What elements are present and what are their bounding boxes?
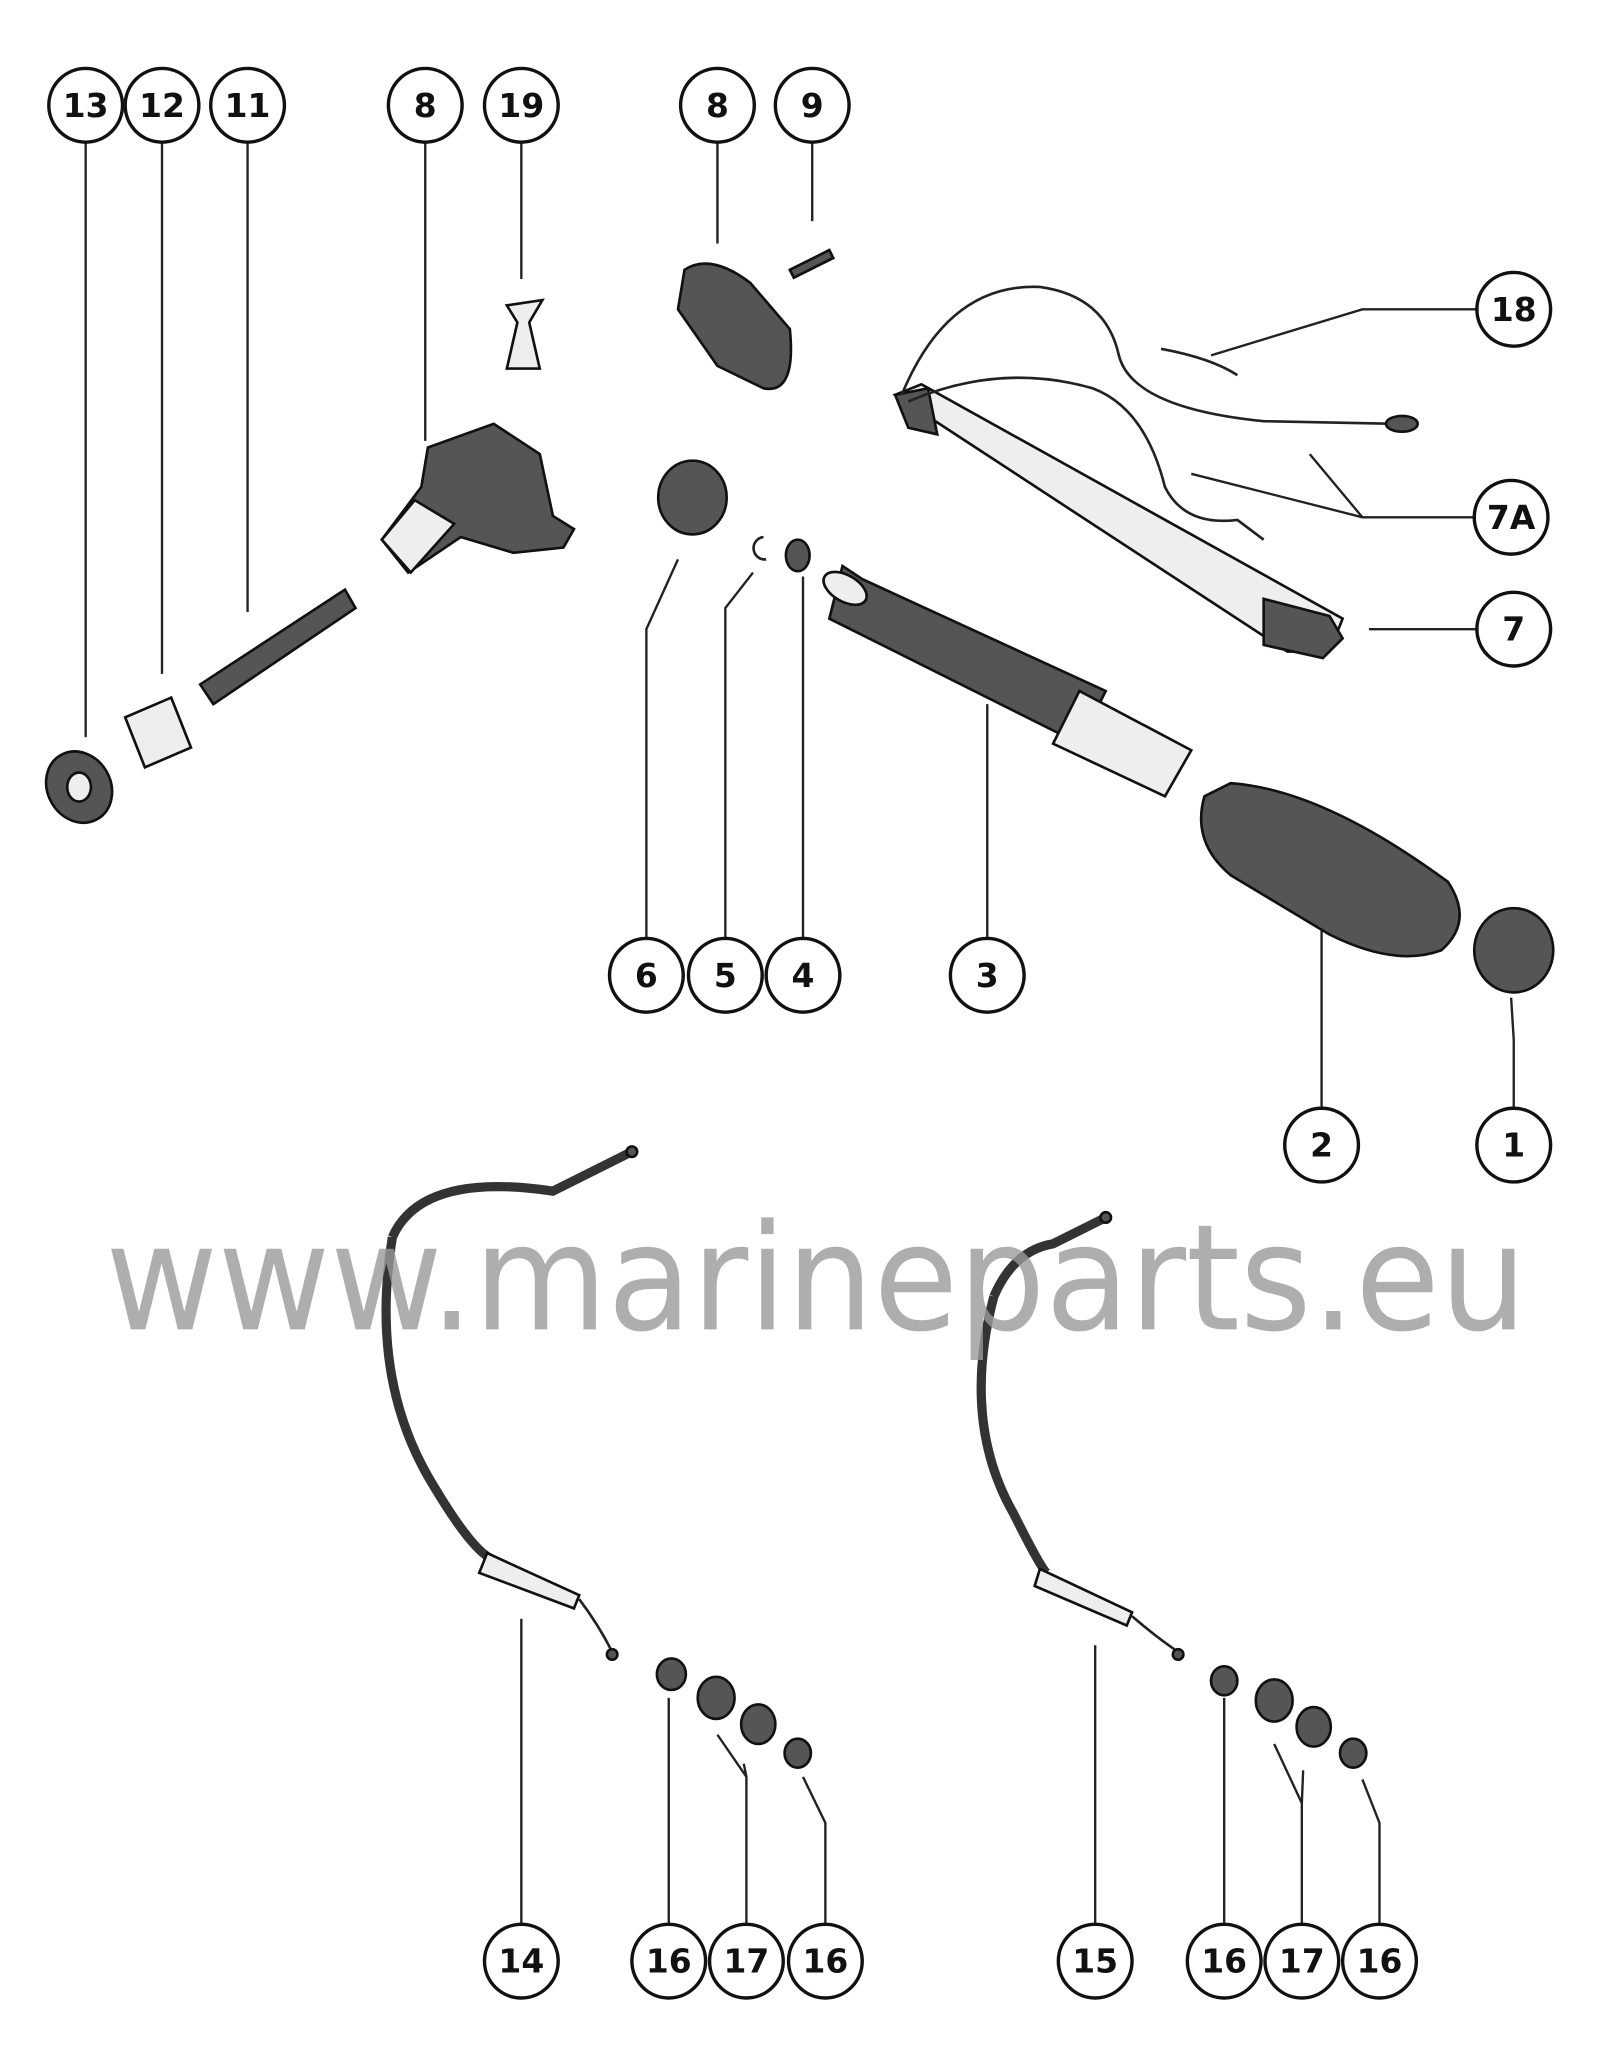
part-6-gear (656, 459, 728, 536)
callout-19: 19 (482, 66, 560, 144)
part-8-housing (380, 422, 576, 575)
part-5-retainer-ring (752, 535, 767, 561)
svg-text:16: 16 (802, 1942, 848, 1981)
svg-text:16: 16 (1201, 1942, 1247, 1981)
svg-text:7A: 7A (1487, 498, 1536, 537)
callout-4: 4 (764, 936, 842, 1014)
svg-text:2: 2 (1310, 1126, 1333, 1165)
part-15-cable (976, 1210, 1185, 1662)
callout-16-right-b: 16 (1340, 1922, 1419, 2000)
svg-text:18: 18 (1491, 290, 1537, 329)
callout-17-right: 17 (1263, 1922, 1341, 2000)
svg-text:14: 14 (498, 1942, 544, 1981)
hardware-set-right (1209, 1664, 1368, 1769)
leader-lines (84, 142, 1515, 1925)
part-2-handle-grip (1199, 781, 1461, 958)
part-4-washer (784, 538, 811, 573)
callout-8-cover: 8 (678, 66, 757, 144)
callout-18: 18 (1475, 270, 1553, 348)
watermark: www.marineparts.eu (105, 1192, 1526, 1364)
callout-16-left-a: 16 (630, 1922, 708, 2000)
callout-14: 14 (482, 1922, 560, 2000)
svg-text:7: 7 (1502, 610, 1525, 649)
part-3-grip-tube (822, 563, 1194, 799)
part-19-clip (504, 298, 545, 370)
svg-text:19: 19 (498, 86, 544, 125)
svg-text:13: 13 (63, 86, 109, 125)
callout-13: 13 (47, 66, 125, 144)
part-8-cover (676, 262, 793, 391)
svg-text:1: 1 (1502, 1126, 1525, 1165)
callout-1: 1 (1475, 1106, 1553, 1184)
part-9-pin (788, 248, 836, 280)
svg-text:4: 4 (792, 956, 815, 995)
callout-17-left: 17 (707, 1922, 785, 2000)
part-1-end-cap (1472, 906, 1555, 994)
part-14-cable (381, 1145, 639, 1662)
callout-7a: 7A (1472, 478, 1550, 556)
svg-text:16: 16 (1357, 1942, 1403, 1981)
svg-text:17: 17 (1279, 1942, 1325, 1981)
callout-9: 9 (773, 66, 851, 144)
svg-text:9: 9 (801, 86, 824, 125)
part-13-nut (44, 750, 114, 825)
callout-2: 2 (1283, 1106, 1361, 1184)
svg-text:6: 6 (635, 956, 658, 995)
svg-text:15: 15 (1072, 1942, 1118, 1981)
svg-text:12: 12 (139, 86, 185, 125)
svg-text:8: 8 (414, 86, 437, 125)
svg-text:16: 16 (646, 1942, 692, 1981)
svg-text:17: 17 (724, 1942, 770, 1981)
hardware-set-left (655, 1657, 813, 1769)
callout-5: 5 (686, 936, 764, 1014)
svg-text:11: 11 (225, 86, 271, 125)
callout-7: 7 (1475, 590, 1553, 668)
callout-15: 15 (1056, 1922, 1134, 2000)
callout-6: 6 (607, 936, 685, 1014)
callout-12: 12 (123, 66, 201, 144)
part-7-shaft-with-wires (892, 285, 1419, 660)
part-12-bushing (123, 695, 193, 770)
callout-16-left-b: 16 (786, 1922, 864, 2000)
part-11-spring (198, 587, 358, 706)
callout-8-housing: 8 (386, 66, 464, 144)
svg-text:5: 5 (714, 956, 737, 995)
svg-text:8: 8 (706, 86, 729, 125)
callout-11: 11 (209, 66, 287, 144)
callout-16-right-a: 16 (1185, 1922, 1263, 2000)
svg-text:3: 3 (976, 956, 999, 995)
callout-3: 3 (948, 936, 1026, 1014)
